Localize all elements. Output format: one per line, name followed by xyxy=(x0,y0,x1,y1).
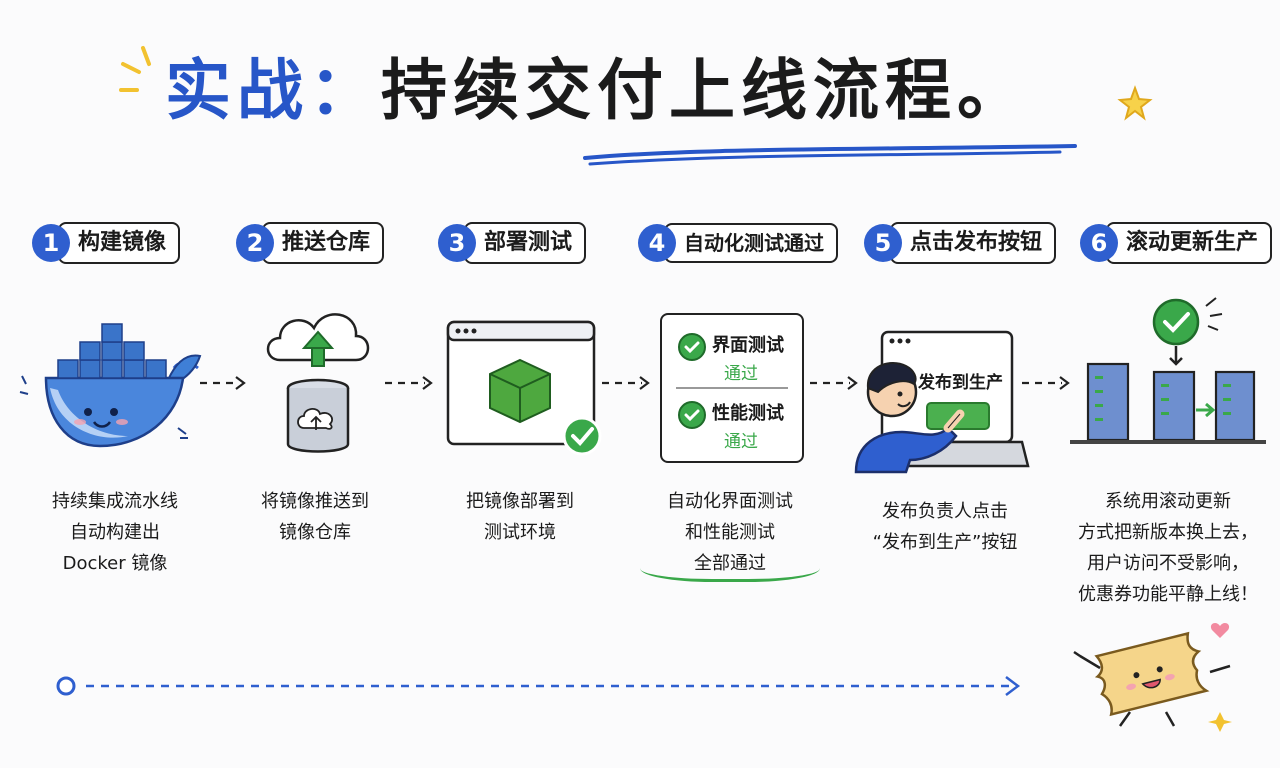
step-1-desc-line: Docker 镜像 xyxy=(62,553,168,574)
test-results-panel: 界面测试 通过 性能测试 通过 xyxy=(660,313,804,463)
ui-test-label: 界面测试 xyxy=(712,335,784,356)
step-6-header: 6 滚动更新生产 xyxy=(1080,220,1273,266)
step-3-desc-line: 把镜像部署到 xyxy=(466,491,574,512)
step-1-description: 持续集成流水线 自动构建出 Docker 镜像 xyxy=(30,486,200,579)
step-6-desc-line: 方式把新版本换上去， xyxy=(1078,522,1258,543)
spark-lines-icon xyxy=(119,46,151,92)
step-3-number: 3 xyxy=(438,224,476,262)
step-6-number: 6 xyxy=(1080,224,1118,262)
coupon-ticket-mascot-icon xyxy=(1073,623,1232,732)
perf-test-label: 性能测试 xyxy=(712,403,784,424)
perf-test-result: 通过 xyxy=(724,432,758,452)
cloud-upload-repo-icon xyxy=(266,313,370,453)
step-4-header: 4 自动化测试通过 xyxy=(638,220,838,266)
step-3-description: 把镜像部署到 测试环境 xyxy=(440,486,600,548)
step-3-header: 3 部署测试 xyxy=(438,220,587,266)
step-2-label: 推送仓库 xyxy=(262,221,385,265)
step-1-number: 1 xyxy=(32,224,70,262)
person-icon xyxy=(854,362,965,474)
step-1-label: 构建镜像 xyxy=(58,221,181,265)
step-5-header: 5 点击发布按钮 xyxy=(864,220,1057,266)
step-1-desc-line: 持续集成流水线 xyxy=(52,491,178,512)
panel-divider xyxy=(676,387,788,389)
server-rack-icon xyxy=(1070,297,1266,444)
step-2-desc-line: 将镜像推送到 xyxy=(261,491,369,512)
step-2-number: 2 xyxy=(236,224,274,262)
step-6-desc-line: 优惠券功能平静上线！ xyxy=(1078,584,1258,605)
check-icon xyxy=(678,333,706,361)
title-main: 持续交付上线流程。 xyxy=(381,52,1029,129)
page-title: 实战：持续交付上线流程。 xyxy=(165,58,1029,124)
step-4-desc-line: 和性能测试 xyxy=(685,522,775,543)
step-4-number: 4 xyxy=(638,224,676,262)
step-6-label: 滚动更新生产 xyxy=(1106,221,1273,265)
step-1-header: 1 构建镜像 xyxy=(32,220,181,266)
step-4-desc-highlight: 全部通过 xyxy=(640,548,820,582)
step-6-desc-line: 用户访问不受影响， xyxy=(1087,553,1249,574)
title-underline xyxy=(583,144,1077,166)
step-4-description: 自动化界面测试 和性能测试 全部通过 xyxy=(640,486,820,582)
step-5-label: 点击发布按钮 xyxy=(890,221,1057,265)
ui-test-result: 通过 xyxy=(724,364,758,384)
step-6-description: 系统用滚动更新 方式把新版本换上去， 用户访问不受影响， 优惠券功能平静上线！ xyxy=(1068,486,1268,610)
step-5-desc-line: “发布到生产”按钮 xyxy=(872,532,1018,553)
step-1-desc-line: 自动构建出 xyxy=(70,522,160,543)
step-2-header: 2 推送仓库 xyxy=(236,220,385,266)
step-4-label: 自动化测试通过 xyxy=(664,223,838,263)
step-5-desc-line: 发布负责人点击 xyxy=(882,501,1008,522)
step-6-desc-line: 系统用滚动更新 xyxy=(1105,491,1231,512)
docker-whale-icon xyxy=(19,323,202,448)
star-icon xyxy=(1117,85,1153,121)
step-3-label: 部署测试 xyxy=(464,221,587,265)
step-5-number: 5 xyxy=(864,224,902,262)
title-accent: 实战： xyxy=(165,52,381,129)
step-2-description: 将镜像推送到 镜像仓库 xyxy=(240,486,390,548)
timeline-arrow xyxy=(56,676,1021,696)
test-env-browser-icon xyxy=(446,320,602,456)
step-4-desc-line: 自动化界面测试 xyxy=(667,491,793,512)
step-5-description: 发布负责人点击 “发布到生产”按钮 xyxy=(850,496,1040,558)
release-screen-label: 发布到生产 xyxy=(918,373,1003,393)
check-icon xyxy=(678,401,706,429)
step-2-desc-line: 镜像仓库 xyxy=(279,522,351,543)
step-3-desc-line: 测试环境 xyxy=(484,522,556,543)
